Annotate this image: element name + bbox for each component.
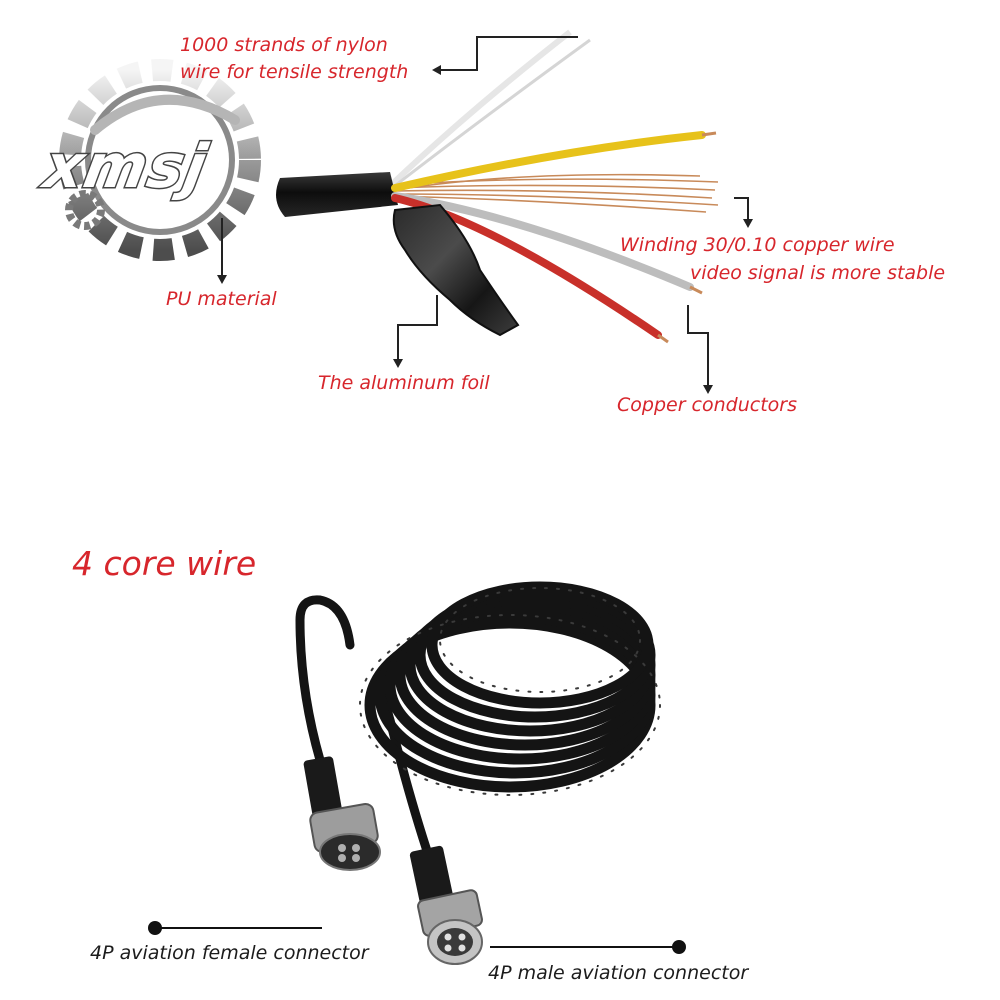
nylon-label-line1: 1000 strands of nylon — [180, 34, 388, 56]
white-wire — [391, 192, 703, 295]
coiled-cable — [295, 581, 661, 865]
pu-jacket — [276, 172, 398, 217]
copper-winding — [394, 173, 719, 213]
aluminum-foil-label: The aluminum foil — [318, 372, 490, 394]
nylon-label-line2: wire for tensile strength — [180, 61, 409, 83]
nylon-strands — [387, 29, 591, 190]
aluminum-foil — [392, 203, 520, 337]
connector-pointers — [148, 921, 686, 954]
pu-material-label: PU material — [166, 288, 277, 310]
gear-logo-icon — [59, 59, 261, 261]
male-connector — [409, 845, 483, 965]
brand-logo-text: xmsj — [37, 131, 214, 204]
winding-label-line2: video signal is more stable — [690, 262, 946, 284]
copper-conductors-label: Copper conductors — [617, 394, 797, 416]
leader-lines — [221, 36, 749, 388]
arrow-icons — [217, 65, 753, 394]
red-wire — [391, 194, 669, 344]
product-title: 4 core wire — [72, 544, 257, 583]
female-connector-label: 4P aviation female connector — [90, 942, 369, 964]
male-connector-label: 4P male aviation connector — [488, 962, 749, 984]
female-connector — [303, 756, 381, 871]
yellow-wire — [391, 131, 717, 192]
winding-label-line1: Winding 30/0.10 copper wire — [620, 234, 895, 256]
